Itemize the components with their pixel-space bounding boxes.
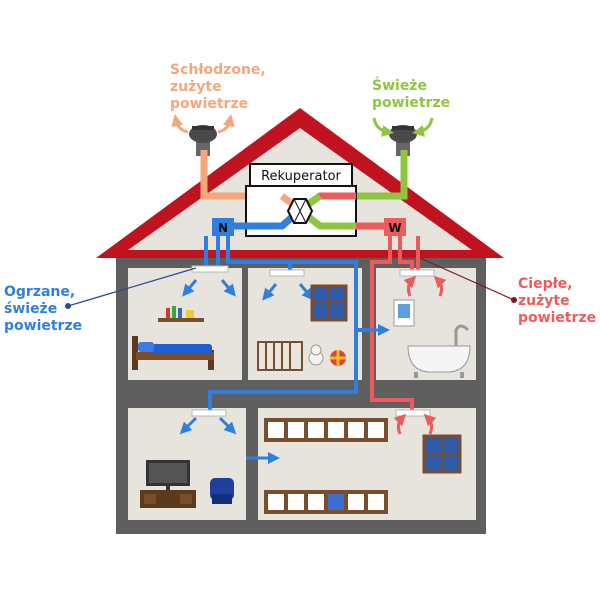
bed-illustration — [132, 336, 214, 370]
exchanger-stream-green — [294, 193, 356, 230]
bathtub — [407, 324, 471, 378]
heated-fresh-label: Ogrzane, świeże powietrze — [4, 284, 83, 334]
tv-stand — [140, 460, 196, 508]
lower-cabinets — [264, 490, 388, 514]
cooled-out-arrows — [171, 114, 235, 134]
cooled-exhaust-label: Schłodzone, zużyte powietrze — [170, 62, 266, 112]
crib — [257, 341, 303, 371]
bathroom-cabinet — [393, 299, 415, 327]
wall-shelf — [158, 306, 204, 322]
port-n — [212, 218, 234, 236]
kitchen-window — [422, 434, 462, 474]
fresh-air-label: Świeże powietrze — [372, 78, 451, 111]
exhaust-flow-arrows — [393, 275, 447, 435]
supply-flow-arrows — [179, 279, 390, 464]
nursery-window — [310, 284, 348, 322]
port-w-label: W — [388, 221, 401, 235]
warm-leader-line — [419, 257, 515, 301]
fresh-in-arrows — [372, 117, 434, 137]
toys — [308, 344, 346, 366]
heated-leader-line — [67, 267, 197, 307]
port-w — [384, 218, 406, 236]
warm-exhaust-label: Ciepłe, zużyte powietrze — [518, 276, 597, 326]
recuperator-title: Rekuperator — [261, 169, 341, 184]
armchair — [210, 478, 234, 504]
upper-cabinets — [264, 418, 388, 442]
port-n-label: N — [218, 221, 228, 235]
